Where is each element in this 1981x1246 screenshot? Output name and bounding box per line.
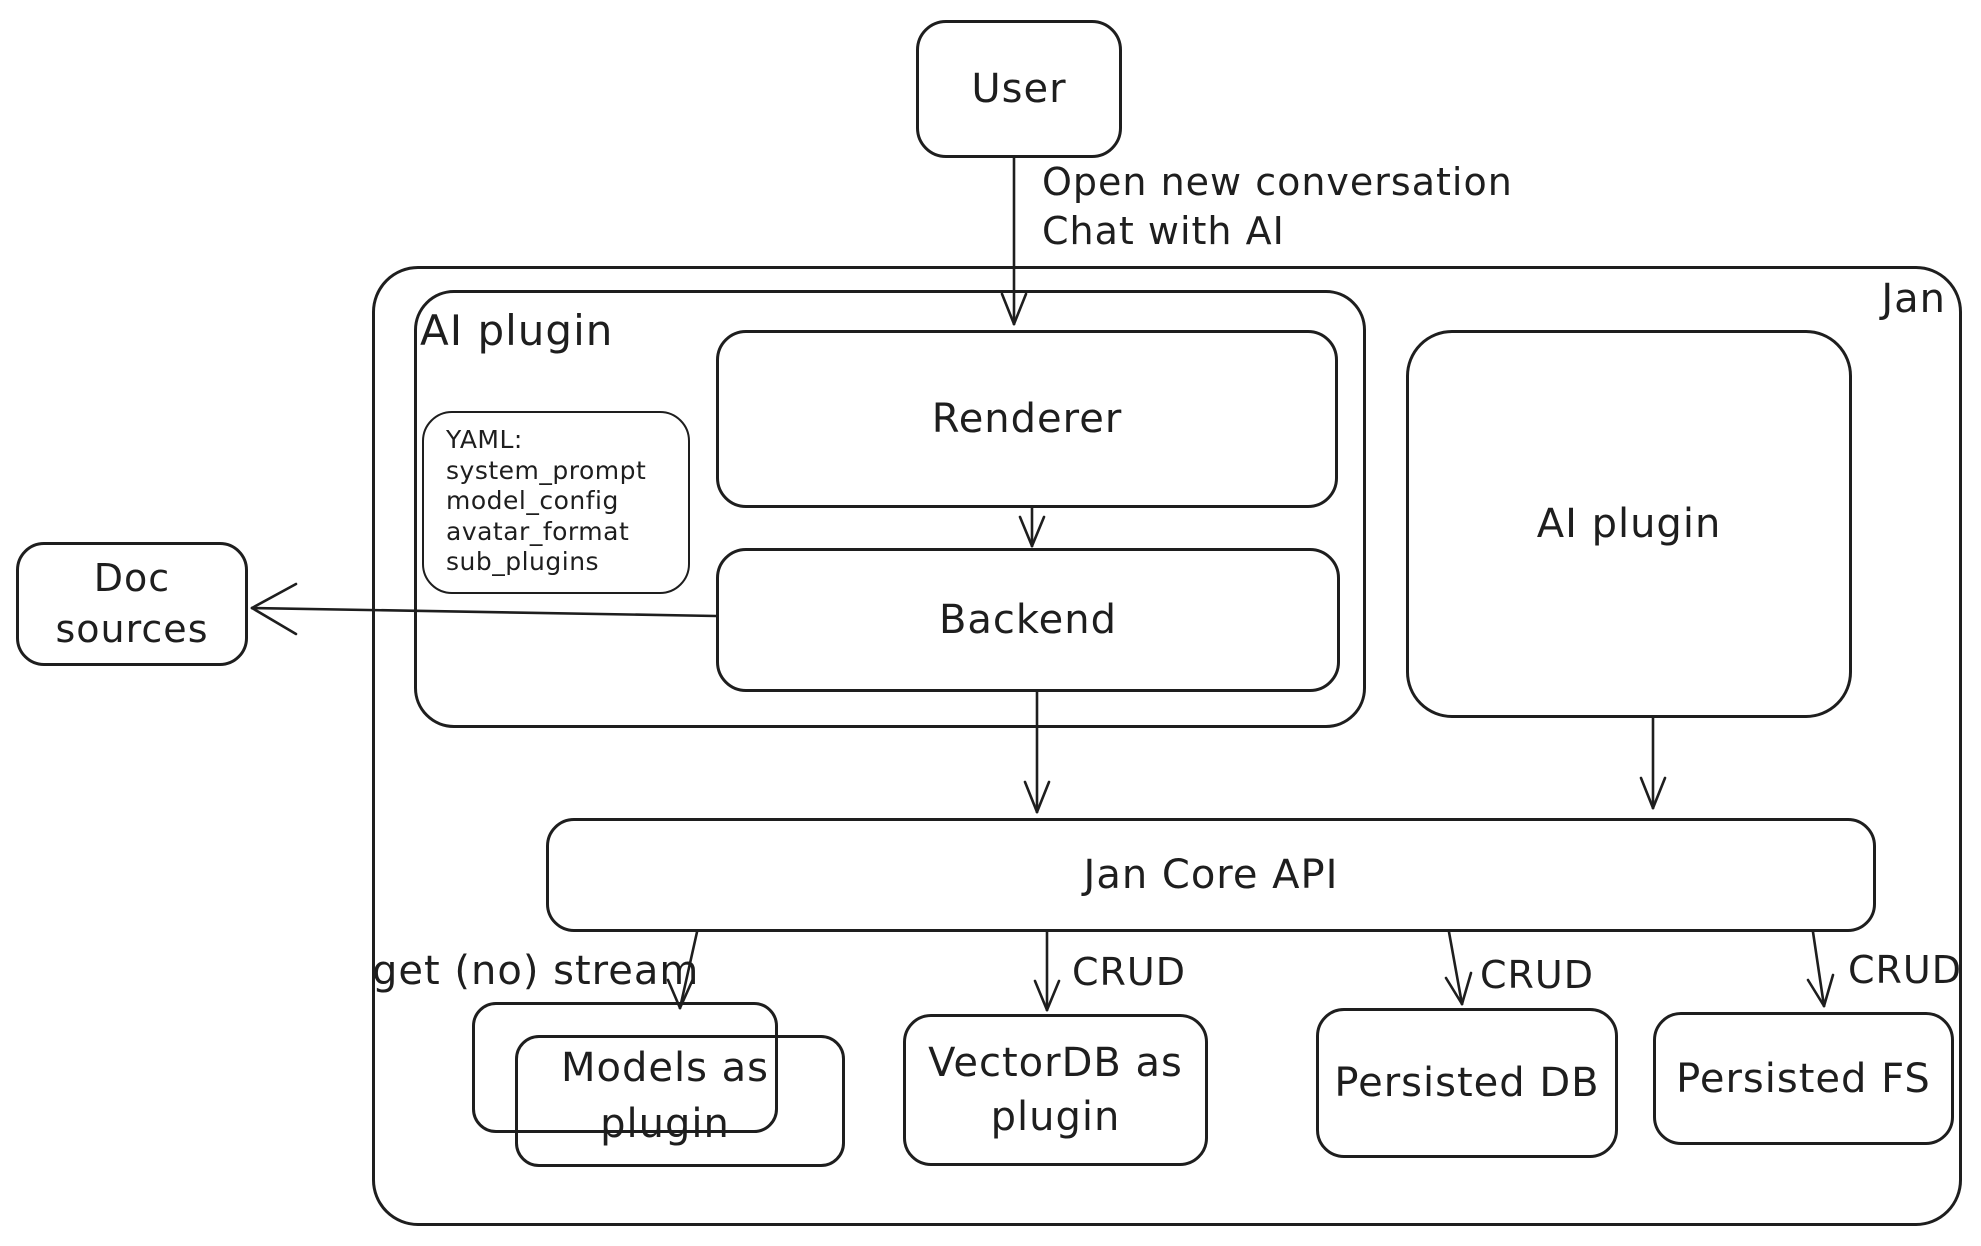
edge-label-crud-persisted-db: CRUD [1480, 953, 1595, 997]
group-ai-plugin-label: AI plugin [420, 306, 614, 355]
container-jan [372, 266, 1962, 1226]
node-jan-core-api: Jan Core API [546, 818, 1876, 932]
yaml-line: system_prompt [446, 455, 647, 485]
node-ai-plugin-right: AI plugin [1406, 330, 1852, 718]
yaml-line: sub_plugins [446, 547, 600, 576]
yaml-line: model_config [446, 486, 619, 515]
node-jan-core-api-label: Jan Core API [1083, 852, 1339, 898]
node-backend-label: Backend [938, 597, 1118, 643]
node-models-label: Models as plugin [560, 1045, 769, 1147]
yaml-line: YAML: [446, 425, 523, 454]
node-persisted-fs: Persisted FS [1653, 1012, 1954, 1145]
node-models-front [515, 1035, 845, 1167]
node-doc-sources-label: Doc sources [55, 555, 209, 651]
node-backend: Backend [716, 548, 1340, 692]
node-renderer: Renderer [716, 330, 1338, 508]
node-models-back [472, 1002, 778, 1133]
container-jan-label: Jan [1881, 276, 1946, 322]
group-ai-plugin [414, 290, 1366, 728]
yaml-line: avatar_format [446, 516, 630, 546]
edge-label-user-flow: Open new conversation Chat with AI [1042, 160, 1513, 253]
node-persisted-db: Persisted DB [1316, 1008, 1618, 1158]
node-doc-sources: Doc sources [16, 542, 248, 666]
note-yaml-config: YAML: system_prompt model_config avatar_… [422, 411, 690, 594]
edge-label-crud-persisted-fs: CRUD [1848, 948, 1963, 992]
node-vectordb: VectorDB as plugin [903, 1014, 1208, 1166]
node-user: User [916, 20, 1122, 158]
node-vectordb-label: VectorDB as plugin [928, 1040, 1183, 1140]
node-renderer-label: Renderer [931, 396, 1123, 442]
node-persisted-fs-label: Persisted FS [1676, 1055, 1931, 1102]
edge-label-crud-vectordb: CRUD [1072, 950, 1187, 994]
edge-label-get-no-stream: get (no) stream [372, 948, 700, 994]
node-ai-plugin-right-label: AI plugin [1536, 501, 1722, 547]
node-persisted-db-label: Persisted DB [1334, 1060, 1600, 1106]
node-user-label: User [971, 66, 1067, 112]
